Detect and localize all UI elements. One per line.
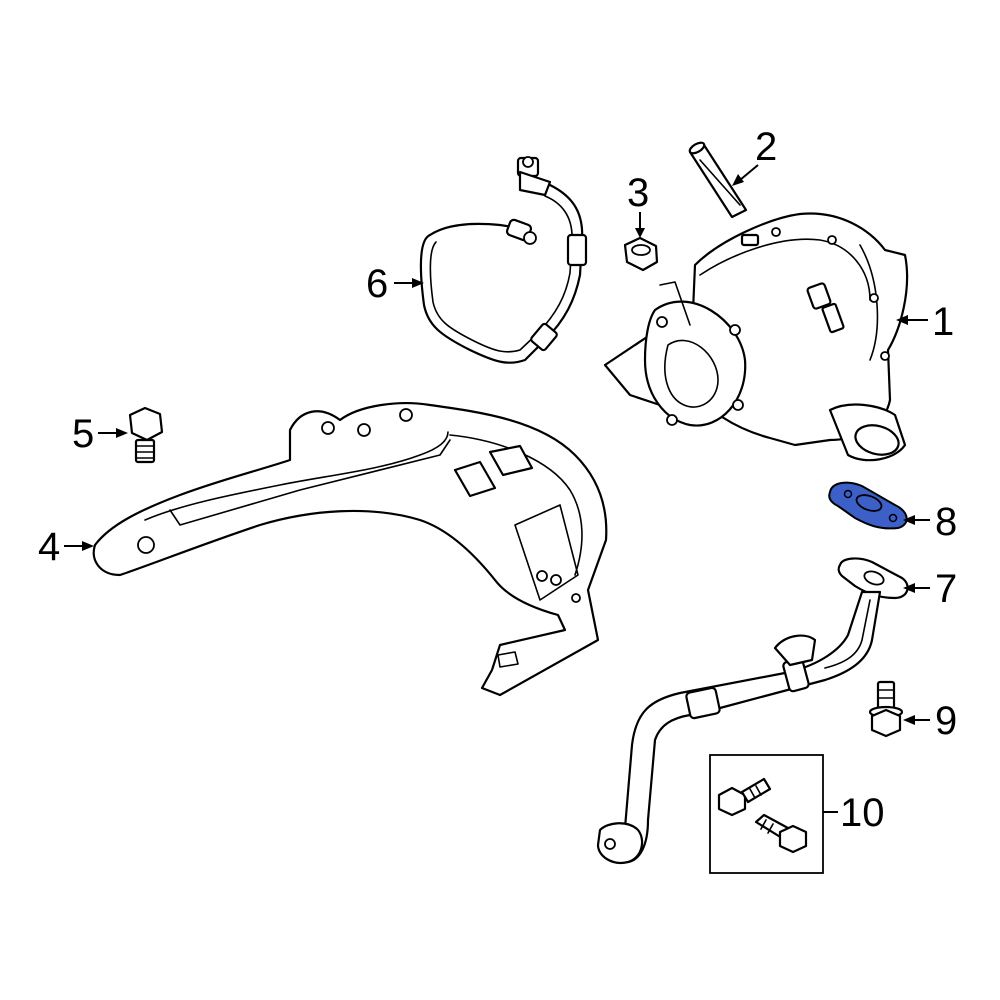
kit-box: [709, 754, 824, 874]
callout-label-1: 1: [932, 300, 954, 344]
part-5-bolt[interactable]: [128, 406, 164, 464]
callout-8: 8: [903, 500, 957, 544]
callout-2: 2: [732, 125, 777, 186]
callout-9: 9: [903, 699, 957, 743]
callout-label-4: 4: [38, 525, 60, 569]
callout-label-3: 3: [627, 171, 649, 215]
callout-7: 7: [903, 567, 957, 611]
callout-label-5: 5: [72, 412, 94, 456]
callout-label-8: 8: [935, 500, 957, 544]
callout-3: 3: [627, 171, 649, 238]
part-6-oil-feed-line[interactable]: [419, 156, 588, 364]
callout-label-6: 6: [366, 262, 388, 306]
part-7-oil-return-pipe[interactable]: [596, 557, 909, 864]
callout-label-7: 7: [935, 567, 957, 611]
callout-5: 5: [72, 412, 128, 456]
part-10-bolt-kit[interactable]: [709, 754, 824, 874]
part-9-bolt[interactable]: [868, 680, 904, 738]
callout-1: 1: [896, 300, 954, 344]
callout-label-10: 10: [840, 791, 885, 835]
part-2-stud[interactable]: [688, 141, 748, 219]
callout-label-9: 9: [935, 699, 957, 743]
part-4-heat-shield[interactable]: [92, 402, 608, 697]
callout-4: 4: [38, 525, 94, 569]
part-8-gasket[interactable]: [828, 481, 908, 530]
callout-6: 6: [366, 262, 424, 306]
part-3-nut[interactable]: [623, 236, 659, 272]
callout-10: 10: [823, 791, 885, 835]
callout-label-2: 2: [755, 125, 777, 169]
part-1-turbocharger[interactable]: [603, 212, 909, 462]
